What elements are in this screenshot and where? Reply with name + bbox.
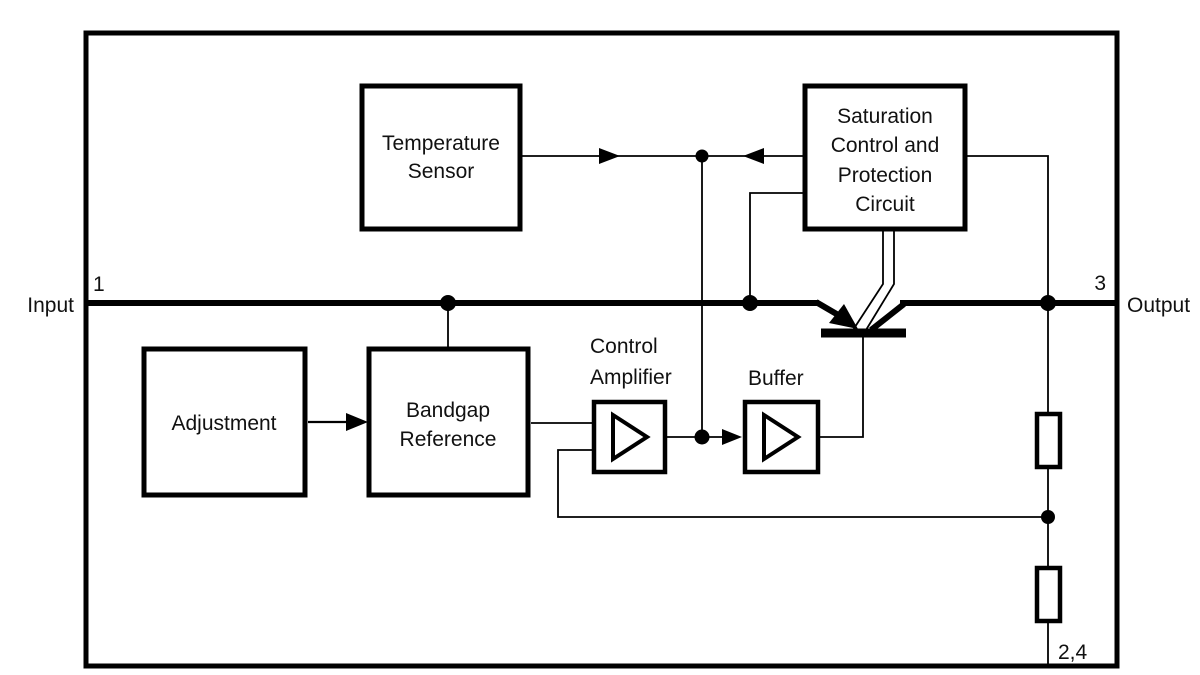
output-label: Output: [1127, 294, 1190, 317]
buffer-box: [742, 399, 821, 475]
control-amplifier-box: [591, 399, 668, 475]
bandgap-reference-box: [366, 346, 531, 498]
ground-pin-numbers: 2,4: [1058, 641, 1088, 664]
bandgap-label-line1: Bandgap: [406, 399, 490, 422]
saturation-label-line4: Circuit: [855, 193, 915, 216]
buffer-to-base-wire: [820, 337, 864, 438]
junction-dot-amplifier-output: [694, 429, 710, 445]
resistor-lower: [1034, 565, 1063, 624]
adjustment-arrowhead-icon: [346, 413, 368, 431]
input-pin-number: 1: [93, 273, 105, 296]
control-amplifier-label-line2: Amplifier: [590, 366, 672, 389]
saturation-label-line1: Saturation: [837, 105, 933, 128]
buffer-input-arrowhead-icon: [722, 429, 742, 445]
saturation-to-transistor-wire-2: [865, 231, 895, 331]
arrowhead-right-icon: [599, 148, 620, 164]
pass-transistor-emitter-arrow: [829, 304, 858, 329]
adjustment-label: Adjustment: [171, 412, 276, 435]
feedback-wire: [557, 449, 1048, 518]
buffer-triangle-icon: [762, 411, 802, 463]
junction-dot-rail-sense: [742, 295, 758, 311]
buffer-label: Buffer: [748, 367, 804, 390]
output-pin-number: 3: [1094, 272, 1106, 295]
junction-dot-rail-bandgap: [440, 295, 456, 311]
adjustment-box: [141, 346, 308, 498]
saturation-input-sense-wire: [749, 192, 803, 303]
resistor-upper: [1034, 411, 1063, 470]
temperature-sensor-label-line2: Sensor: [408, 160, 475, 183]
saturation-control-box: [802, 83, 968, 232]
pass-transistor-emitter: [814, 299, 842, 319]
input-label: Input: [27, 294, 74, 317]
arrowhead-left-icon: [743, 148, 764, 164]
temperature-sensor-label-line1: Temperature: [382, 132, 500, 155]
pass-transistor-collector: [869, 301, 906, 333]
saturation-label-line2: Control and: [831, 134, 940, 157]
opamp-triangle-icon: [611, 411, 651, 463]
temperature-sensor-box: [359, 83, 523, 232]
control-amplifier-label-line1: Control: [590, 335, 658, 358]
saturation-output-sense-wire: [967, 155, 1049, 303]
bandgap-label-line2: Reference: [400, 428, 497, 451]
saturation-label-line3: Protection: [838, 164, 933, 187]
saturation-to-transistor-wire-1: [852, 231, 884, 331]
